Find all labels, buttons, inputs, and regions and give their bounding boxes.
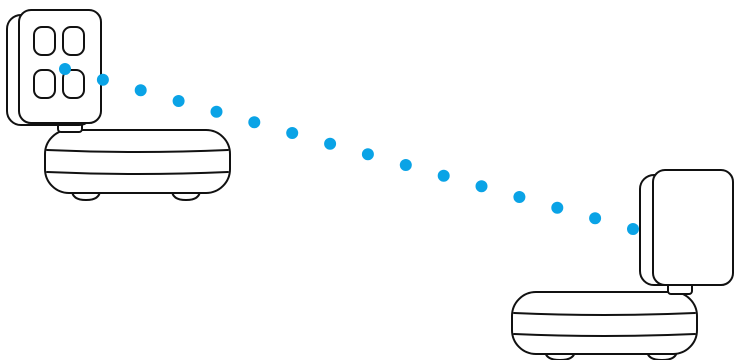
connection-dot [362,148,374,160]
blank-panel-icon [653,170,733,285]
connection-dot [627,223,639,235]
connection-dot [589,212,601,224]
connection-dot [173,95,185,107]
connection-dot [551,202,563,214]
connection-dot [97,74,109,86]
hub-base [45,130,230,193]
hub-device [7,10,230,200]
connection-dot [324,138,336,150]
connection-dot [476,180,488,192]
connection-dot [400,159,412,171]
connection-dot [248,116,260,128]
connection-dot [59,63,71,75]
connection-dot [286,127,298,139]
sensor-base [512,292,697,354]
sensor-device [512,170,733,360]
connection-dot [438,170,450,182]
connection-dot [211,106,223,118]
connection-dot [513,191,525,203]
connection-dot [135,84,147,96]
